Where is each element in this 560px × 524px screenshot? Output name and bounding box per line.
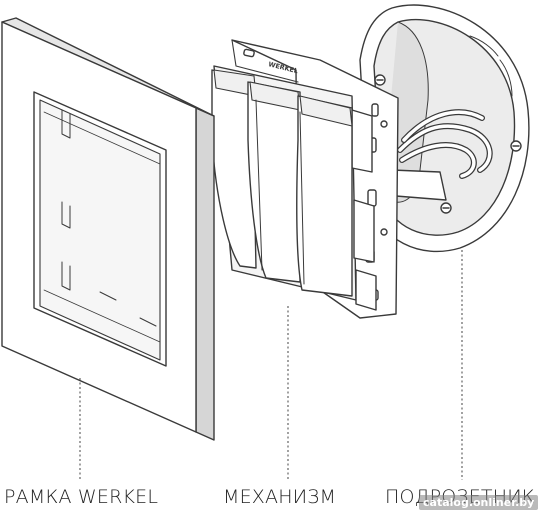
label-mechanism: МЕХАНИЗМ — [223, 486, 337, 508]
rocker-key-right — [296, 95, 353, 297]
frame-illustration — [1, 17, 215, 441]
watermark: catalog.onliner.by — [419, 495, 539, 510]
mechanism-illustration: WERKEL — [211, 39, 399, 319]
backbox-illustration — [359, 4, 530, 253]
label-frame: РАМКА WERKEL — [4, 486, 159, 508]
